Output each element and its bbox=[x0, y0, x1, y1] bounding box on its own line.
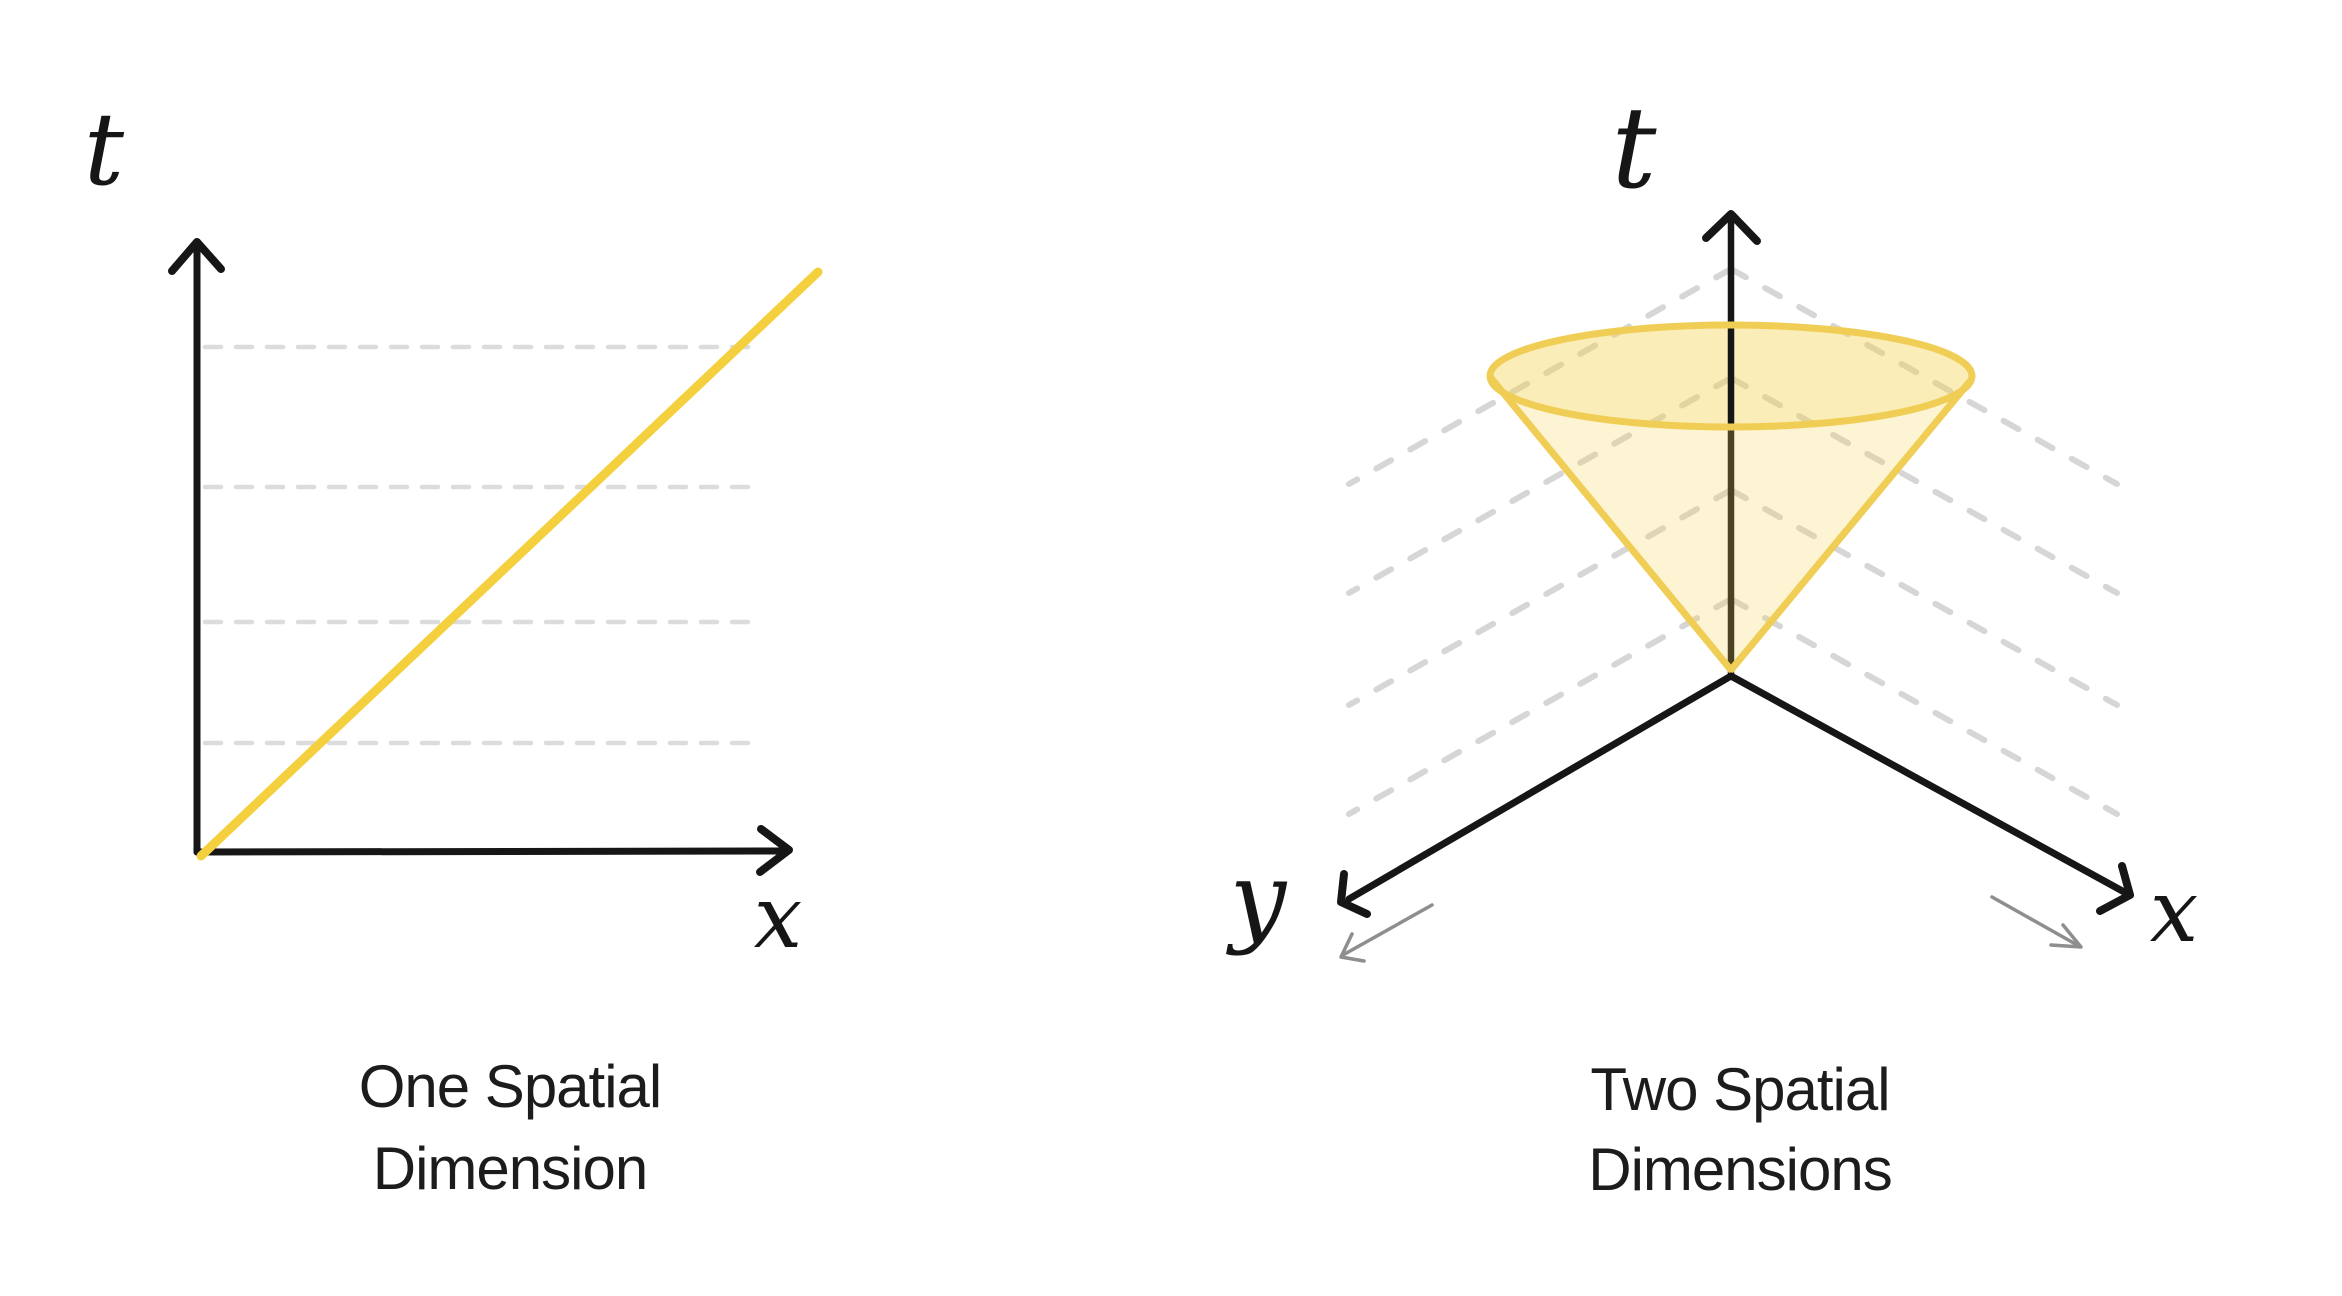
t-axis-label: t bbox=[1611, 84, 1657, 214]
cone-side-edges bbox=[1487, 374, 1975, 674]
x-axis-line bbox=[1727, 672, 2130, 897]
gridline-chevron-arm bbox=[1346, 487, 1734, 708]
t-axis-label: t bbox=[84, 91, 125, 208]
gridline-chevron-arm bbox=[1728, 266, 2120, 487]
gridline-chevron-arm bbox=[1728, 596, 2120, 817]
cone-body-fill bbox=[1489, 377, 1972, 670]
x-axis-line bbox=[193, 847, 790, 856]
x-axis-arrowhead-icon bbox=[2096, 862, 2134, 915]
t-axis-arrowhead-icon bbox=[1702, 210, 1761, 245]
caption-line: One Spatial bbox=[359, 1053, 662, 1120]
y-axis-arrowhead-icon bbox=[1337, 870, 1371, 918]
gridline-chevron-arm bbox=[1346, 375, 1734, 596]
y-direction-arrow-stroke bbox=[1339, 903, 1434, 963]
gridline-chevron-arm bbox=[1728, 487, 2120, 708]
gridline-chevron-arm bbox=[1346, 596, 1734, 817]
time-slice-gridlines-1d bbox=[202, 344, 760, 746]
x-axis-label: x bbox=[2150, 862, 2199, 962]
t-axis-arrowhead-icon bbox=[168, 238, 225, 275]
gridline-chevron-arm bbox=[1728, 375, 2120, 596]
caption-line: Two Spatial bbox=[1590, 1056, 1889, 1123]
y-direction-arrow-icon bbox=[1339, 903, 1434, 963]
x-direction-arrow-stroke bbox=[1990, 895, 2083, 949]
gridline-chevron-arm bbox=[1346, 266, 1734, 487]
two-spatial-diagram: t y x Two Spatial Dimensions bbox=[1226, 84, 2199, 1203]
caption-line: Dimensions bbox=[1588, 1136, 1891, 1203]
y-axis-label: y bbox=[1226, 840, 1288, 957]
x-direction-arrow-icon bbox=[1990, 895, 2083, 949]
lightcone-worldline bbox=[196, 267, 823, 861]
one-spatial-diagram: t x One Spatial Dimension bbox=[84, 91, 823, 1202]
time-slice-gridlines-2d bbox=[1346, 266, 2120, 817]
x-axis-arrowhead-icon bbox=[756, 825, 793, 876]
y-axis-line bbox=[1345, 672, 1735, 903]
x-axis-label: x bbox=[754, 868, 803, 968]
caption-line: Dimension bbox=[373, 1135, 647, 1202]
